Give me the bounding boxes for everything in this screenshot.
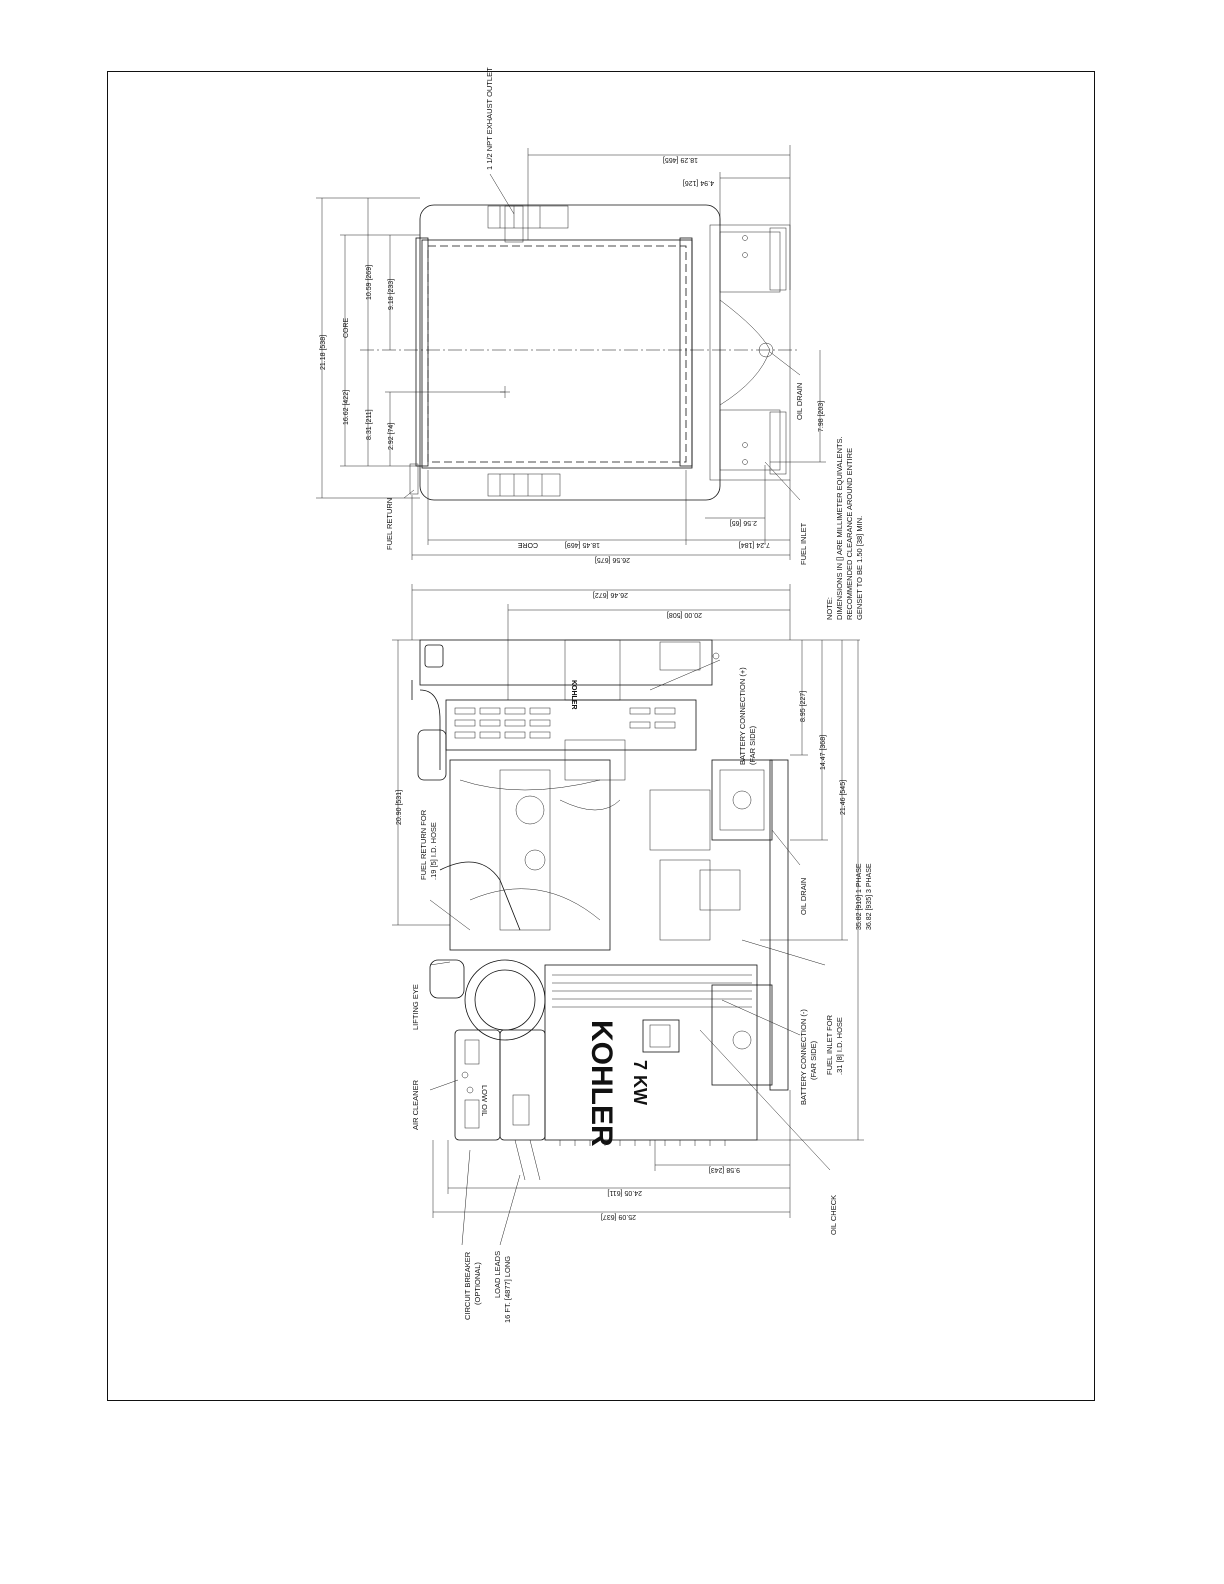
dim-20-90: 20.90 [531] bbox=[396, 790, 403, 825]
dim-8-31: 8.31 [211] bbox=[366, 409, 373, 440]
side-view-lifting-eye bbox=[429, 959, 465, 999]
fuel-return-for-label: FUEL RETURN FOR bbox=[419, 809, 428, 880]
circuit-breaker-label: CIRCUIT BREAKER bbox=[463, 1251, 472, 1320]
top-view-mount-b bbox=[769, 411, 787, 475]
load-leads-length: 16 FT. [4877] LONG bbox=[503, 1256, 512, 1323]
side-view-generator-housing bbox=[544, 964, 758, 1141]
dim-9-58: 9.58 [243] bbox=[709, 1166, 740, 1173]
kw-rating: 7 KW bbox=[630, 1060, 650, 1105]
dim-2-56: 2.56 [65] bbox=[730, 519, 757, 526]
fuel-inlet-for-label: FUEL INLET FOR bbox=[825, 1014, 834, 1075]
circuit-breaker-optional: (OPTIONAL) bbox=[473, 1262, 482, 1305]
dim-21-18: 21.18 [538] bbox=[320, 335, 327, 370]
dim-18-29: 18.29 [465] bbox=[663, 156, 698, 163]
side-view-warning-plate bbox=[659, 641, 701, 671]
dim-7-24: 7.24 [184] bbox=[739, 541, 770, 548]
top-view-core-hidden bbox=[427, 245, 687, 463]
dim-14-47: 14.47 [368] bbox=[820, 735, 827, 770]
dim-24-05: 24.05 [611] bbox=[607, 1189, 642, 1196]
air-cleaner-label: AIR CLEANER bbox=[411, 1079, 420, 1130]
fuel-inlet-hose-label: .31 [8] I.D. HOSE bbox=[835, 1017, 844, 1075]
side-view-engine bbox=[449, 759, 611, 951]
battery-pos-side: (FAR SIDE) bbox=[748, 725, 757, 765]
side-view-air-cleaner bbox=[454, 1029, 501, 1141]
note-line-1: DIMENSIONS IN [] ARE MILLIMETER EQUIVALE… bbox=[835, 436, 844, 620]
side-view: 26.46 [672] 20.00 [508] KOHLER bbox=[392, 584, 873, 1323]
dim-7-98: 7.98 [203] bbox=[818, 401, 825, 432]
kohler-small-logo: KOHLER bbox=[570, 680, 577, 710]
oil-drain-label-side: OIL DRAIN bbox=[799, 878, 808, 915]
side-view-circuit-panel bbox=[499, 1029, 546, 1141]
side-view-nameplate bbox=[642, 1019, 680, 1053]
dim-2-92: 2.92 [74] bbox=[388, 423, 395, 450]
side-view-base-rail bbox=[769, 759, 789, 1091]
drawing-frame bbox=[107, 71, 1095, 1401]
side-view-control-box bbox=[564, 739, 626, 781]
side-view-fin-slots bbox=[454, 707, 676, 739]
side-view-muffler bbox=[417, 729, 447, 781]
fuel-return-hose-label: .19 [5] I.D. HOSE bbox=[429, 822, 438, 880]
dim-8-95: 8.95 [227] bbox=[800, 691, 807, 722]
note-title: NOTE: bbox=[825, 597, 834, 620]
side-view-top-housing bbox=[419, 639, 713, 686]
load-leads-label: LOAD LEADS bbox=[493, 1251, 502, 1298]
top-view-engine-end bbox=[709, 224, 791, 481]
lifting-eye-label: LIFTING EYE bbox=[411, 984, 420, 1030]
top-view-core bbox=[421, 239, 693, 469]
side-view-battery-bracket-bottom bbox=[711, 984, 773, 1086]
battery-pos-label: BATTERY CONNECTION (+) bbox=[738, 667, 747, 765]
side-view-carburetor bbox=[499, 769, 551, 931]
dim-9-18: 9.18 [233] bbox=[388, 279, 395, 310]
panel-text: LOW OIL bbox=[480, 1085, 489, 1116]
core-left-label: CORE bbox=[343, 317, 350, 338]
side-view-base-vents bbox=[559, 1140, 726, 1146]
note-line-2: RECOMMENDED CLEARANCE AROUND ENTIRE bbox=[845, 448, 854, 620]
oil-check-label: OIL CHECK bbox=[829, 1195, 838, 1235]
side-view-battery-bracket-top bbox=[711, 759, 773, 841]
top-view-engine-block-a bbox=[719, 231, 781, 293]
dim-18-45: 18.45 [469] bbox=[565, 541, 600, 548]
dim-26-46: 26.46 [672] bbox=[593, 591, 628, 598]
side-view-load-leads bbox=[514, 1139, 541, 1181]
fuel-inlet-label-top: FUEL INLET bbox=[799, 522, 808, 565]
top-view-bottom-block bbox=[487, 473, 561, 497]
dim-21-46: 21.46 [545] bbox=[840, 780, 847, 815]
side-view-generator-fins bbox=[552, 974, 752, 1008]
dim-10-59: 10.59 [269] bbox=[366, 265, 373, 300]
battery-neg-label: BATTERY CONNECTION (-) bbox=[799, 1009, 808, 1105]
side-view-lifting-ring bbox=[464, 959, 546, 1041]
side-view-cooling-fins bbox=[445, 699, 697, 751]
top-view-engine-block-b bbox=[719, 409, 781, 471]
note-line-3: GENSET TO BE 1.50 [38] MIN. bbox=[855, 516, 864, 620]
battery-neg-side: (FAR SIDE) bbox=[809, 1040, 818, 1080]
side-view-exhaust-pipe bbox=[411, 680, 441, 770]
top-view-rail-left bbox=[415, 237, 429, 467]
dim-16-62: 16.62 [422] bbox=[343, 390, 350, 425]
fuel-return-label-top: FUEL RETURN bbox=[385, 498, 394, 550]
dim-26-56: 26.56 [675] bbox=[595, 556, 630, 563]
note-block: NOTE: DIMENSIONS IN [] ARE MILLIMETER EQ… bbox=[825, 436, 864, 620]
dim-20-00: 20.00 [508] bbox=[667, 611, 702, 618]
top-view: 1 1/2 NPT EXHAUST OUTLET 18.29 [465] 4.9… bbox=[316, 67, 826, 565]
kohler-logo: KOHLER bbox=[585, 1020, 618, 1147]
dim-4-94: 4.94 [126] bbox=[683, 179, 714, 186]
core-bottom-label: CORE bbox=[517, 541, 538, 548]
side-view-cap bbox=[424, 644, 444, 668]
dim-35-82: 35.82 [910] 1 PHASE bbox=[856, 863, 863, 930]
top-view-rail-right bbox=[679, 237, 693, 467]
oil-drain-label-top: OIL DRAIN bbox=[795, 383, 804, 420]
exhaust-outlet-label: 1 1/2 NPT EXHAUST OUTLET bbox=[485, 67, 494, 170]
dim-25-09: 25.09 [637] bbox=[601, 1213, 636, 1220]
top-view-engine-curve bbox=[719, 299, 771, 406]
side-view-hose bbox=[439, 861, 521, 931]
dim-36-82: 36.82 [935] 3 PHASE bbox=[866, 863, 873, 930]
top-view-mount-a bbox=[769, 227, 787, 291]
top-view-enclosure bbox=[419, 204, 721, 501]
